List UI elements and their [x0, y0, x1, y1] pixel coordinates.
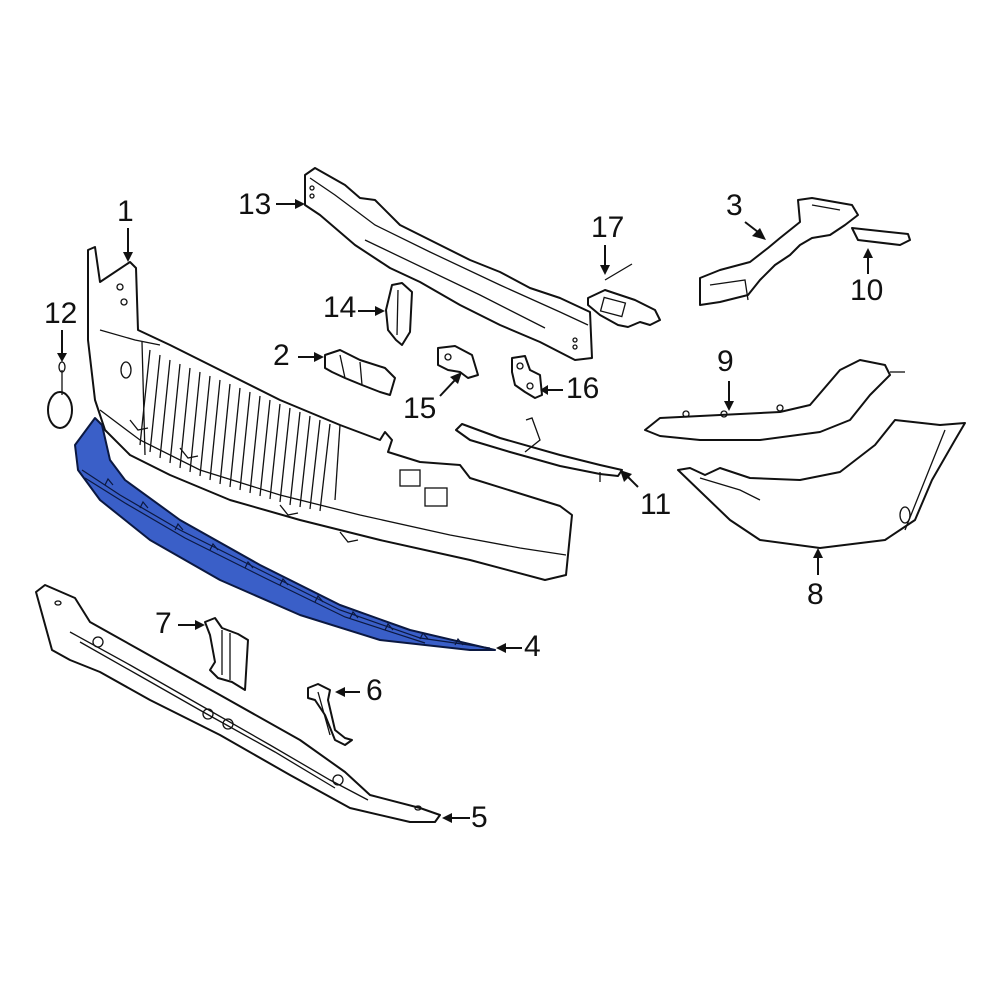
- callout-14[interactable]: 14: [323, 291, 357, 324]
- part-3-reflector-bracket[interactable]: [699, 197, 859, 306]
- part-17-sensor-bracket[interactable]: [587, 263, 661, 328]
- part-11-trim-strip[interactable]: [455, 417, 623, 482]
- callout-1[interactable]: 1: [117, 195, 134, 228]
- part-6-bracket[interactable]: [307, 683, 353, 746]
- callout-10[interactable]: 10: [850, 274, 884, 307]
- part-1-bumper-cover[interactable]: [87, 246, 573, 581]
- callout-8[interactable]: 8: [807, 578, 824, 611]
- leader-arrows: [57, 199, 873, 823]
- part-10-reflector[interactable]: [851, 227, 911, 246]
- callout-3[interactable]: 3: [726, 189, 743, 222]
- part-13-reinforcement-beam[interactable]: [304, 167, 593, 361]
- part-2-bracket[interactable]: [324, 349, 396, 396]
- part-12-tow-hook-cover[interactable]: [47, 361, 73, 429]
- callout-15[interactable]: 15: [403, 392, 437, 425]
- callout-2[interactable]: 2: [273, 339, 290, 372]
- callout-7[interactable]: 7: [155, 607, 172, 640]
- callout-12[interactable]: 12: [44, 297, 78, 330]
- callout-16[interactable]: 16: [566, 372, 600, 405]
- part-16-bracket[interactable]: [511, 355, 543, 399]
- callout-6[interactable]: 6: [366, 674, 383, 707]
- callout-5[interactable]: 5: [471, 801, 488, 834]
- part-9-molding[interactable]: [644, 359, 905, 441]
- callout-9[interactable]: 9: [717, 345, 734, 378]
- part-7-bracket[interactable]: [204, 617, 249, 691]
- part-8-side-cover[interactable]: [677, 419, 966, 549]
- part-5-skid-plate[interactable]: [35, 584, 441, 823]
- part-15-bracket[interactable]: [437, 345, 479, 379]
- callout-11[interactable]: 11: [640, 488, 672, 521]
- callout-4[interactable]: 4: [524, 630, 541, 663]
- part-14-bracket[interactable]: [385, 282, 413, 346]
- callout-17[interactable]: 17: [591, 211, 625, 244]
- part-4-lower-molding[interactable]: [74, 417, 496, 651]
- callout-13[interactable]: 13: [238, 188, 272, 221]
